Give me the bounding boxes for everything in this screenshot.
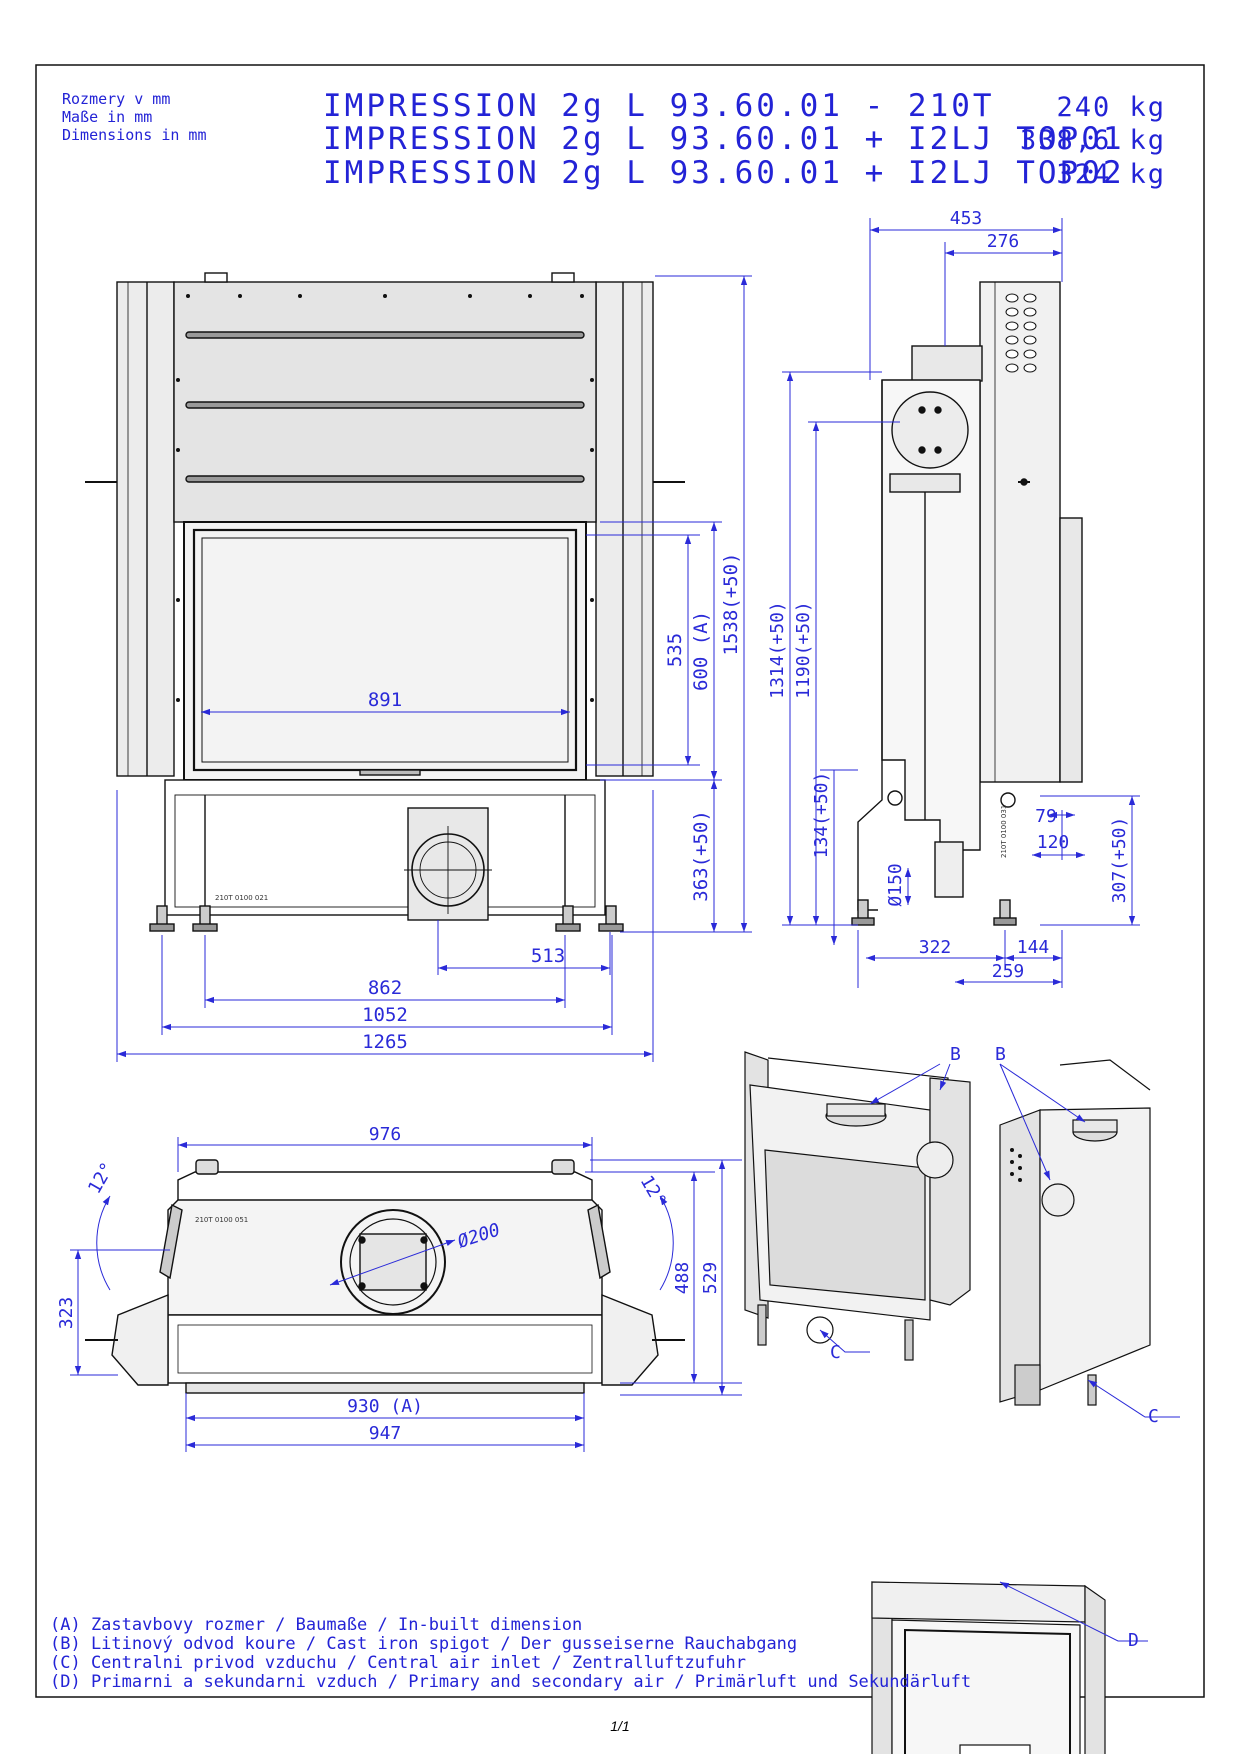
dim-120: 120 xyxy=(1037,832,1070,853)
dim-base-height: 363(+50) xyxy=(690,810,712,902)
dim-depth-529: 529 xyxy=(700,1262,721,1295)
units-line-2: Maße in mm xyxy=(62,108,152,126)
legend-b: (B) Litinový odvod koure / Cast iron spi… xyxy=(50,1634,797,1654)
dim-depth-488: 488 xyxy=(672,1262,693,1295)
model-3-name: IMPRESSION 2g L 93.60.01 + I2LJ TOP02 xyxy=(323,155,1125,191)
top-plate-text: 210T 0100 051 xyxy=(195,1216,248,1224)
dim-depth-top: 276 xyxy=(987,231,1020,252)
front-view-dimensions xyxy=(116,275,752,1062)
top-view xyxy=(85,1159,685,1394)
dim-center-offset: 513 xyxy=(531,945,565,967)
model-2-weight: 338,6 kg xyxy=(1020,125,1166,156)
model-1-weight: 240 kg xyxy=(1056,92,1166,123)
dim-259: 259 xyxy=(992,961,1025,982)
side-view-dimensions xyxy=(782,218,1140,988)
callout-leaders xyxy=(819,1063,1180,1642)
callout-d: D xyxy=(1128,1630,1139,1651)
dim-width-976: 976 xyxy=(369,1124,402,1145)
model-2-name: IMPRESSION 2g L 93.60.01 + I2LJ TOP01 xyxy=(323,121,1125,157)
model-3-weight: 324 kg xyxy=(1056,159,1166,190)
dim-width-947: 947 xyxy=(369,1423,402,1444)
dim-depth-323: 323 xyxy=(56,1297,77,1330)
dim-feet-outer: 1052 xyxy=(362,1004,408,1026)
units-line-3: Dimensions in mm xyxy=(62,126,207,144)
header-units: Rozmery v mm Maße in mm Dimensions in mm xyxy=(62,90,207,144)
side-plate-text: 210T 0100 031 xyxy=(1000,805,1008,858)
units-line-1: Rozmery v mm xyxy=(62,90,170,108)
dim-glass-height: 535 xyxy=(664,633,686,667)
dim-glass-width: 891 xyxy=(368,689,402,711)
isometric-side-view xyxy=(999,1059,1151,1406)
dim-depth-total: 453 xyxy=(950,208,983,229)
callout-b-2: B xyxy=(995,1044,1006,1065)
top-view-dimensions xyxy=(70,1137,742,1452)
legend-c: (C) Centralni privod vzduchu / Central a… xyxy=(50,1653,746,1673)
header-models: IMPRESSION 2g L 93.60.01 - 210T 240 kg I… xyxy=(323,88,1166,191)
model-1-name: IMPRESSION 2g L 93.60.01 - 210T xyxy=(323,88,995,124)
legend-a: (A) Zastavbovy rozmer / Baumaße / In-bui… xyxy=(50,1615,582,1635)
dim-height-134: 134(+50) xyxy=(811,772,832,859)
dim-feet-inner: 862 xyxy=(368,977,402,999)
dim-angle-left: 12° xyxy=(84,1159,118,1198)
dim-height-1314: 1314(+50) xyxy=(767,601,788,699)
dim-air-inlet-diameter: Ø150 xyxy=(885,863,906,906)
legend-d: (D) Primarni a sekundarni vzduch / Prima… xyxy=(50,1672,971,1692)
isometric-front-small-view xyxy=(871,1581,1106,1754)
dim-width-930: 930 (A) xyxy=(347,1396,423,1417)
side-view xyxy=(851,281,1083,926)
front-plate-text: 210T 0100 021 xyxy=(215,894,268,902)
dim-322: 322 xyxy=(919,937,952,958)
drawing-frame xyxy=(35,64,1205,1698)
dim-307: 307(+50) xyxy=(1109,817,1130,904)
dim-height-1190: 1190(+50) xyxy=(793,601,814,699)
callout-b-1: B xyxy=(950,1044,961,1065)
page-number: 1/1 xyxy=(610,1718,630,1734)
dim-total-width: 1265 xyxy=(362,1031,408,1053)
dim-total-height: 1538(+50) xyxy=(720,553,742,656)
isometric-front-view xyxy=(744,1051,971,1361)
callout-c-2: C xyxy=(1148,1406,1159,1427)
dim-opening-height: 600 (A) xyxy=(690,611,712,691)
front-view xyxy=(85,272,685,932)
dim-144: 144 xyxy=(1017,937,1050,958)
callout-c-1: C xyxy=(830,1342,841,1363)
legend: (A) Zastavbovy rozmer / Baumaße / In-bui… xyxy=(50,1615,971,1692)
dim-79: 79 xyxy=(1035,806,1057,827)
